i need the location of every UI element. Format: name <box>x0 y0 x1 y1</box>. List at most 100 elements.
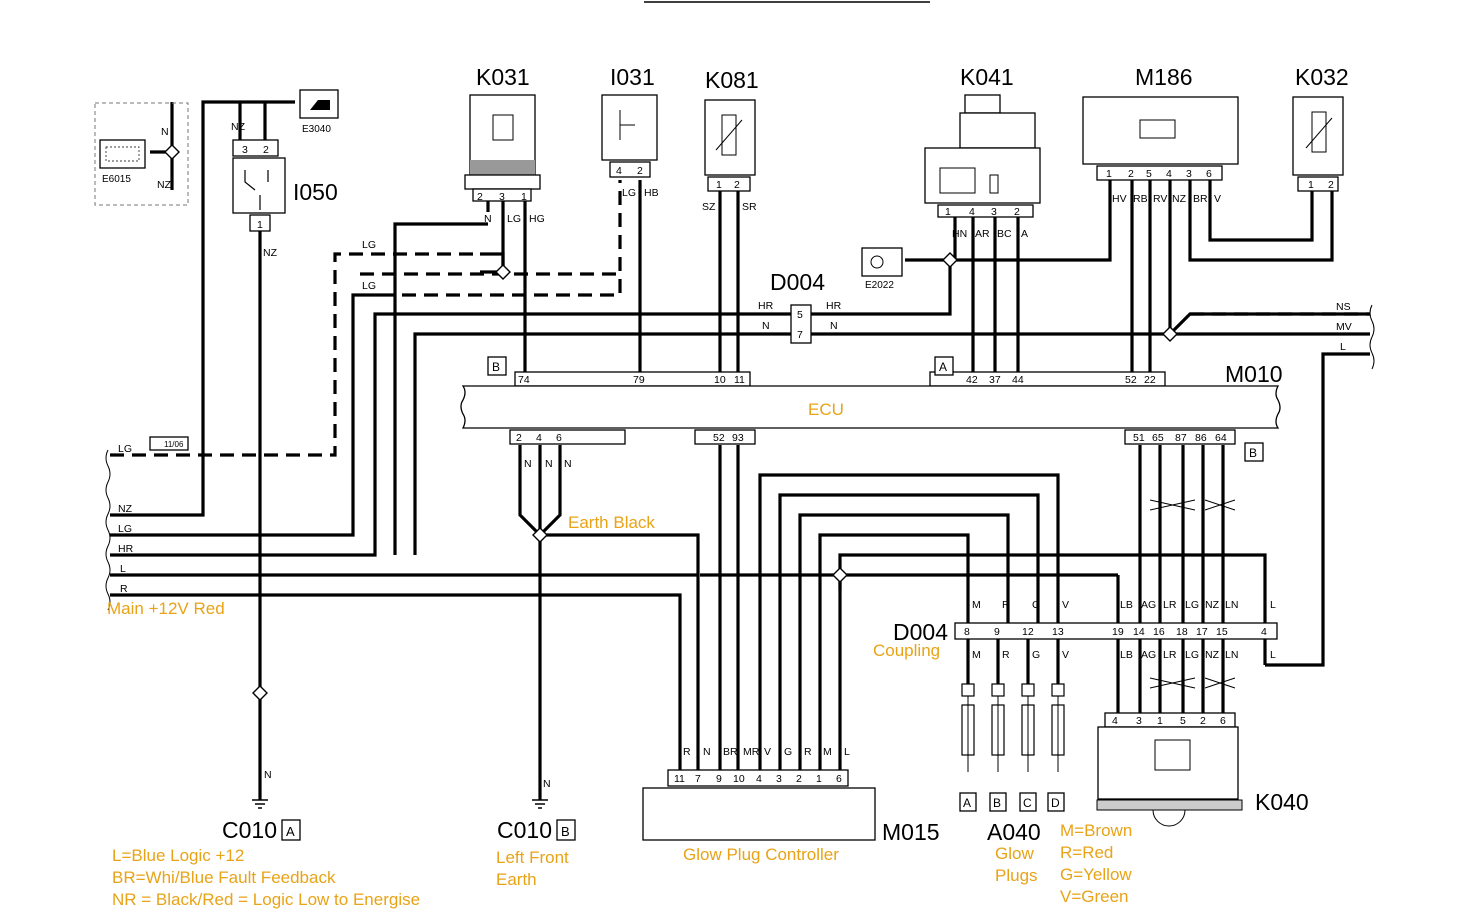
svg-text:L: L <box>1270 599 1276 611</box>
svg-text:N: N <box>762 320 770 332</box>
svg-text:LG: LG <box>1185 599 1199 611</box>
svg-text:4: 4 <box>536 432 542 444</box>
connector-d004-top: D004 <box>770 269 825 344</box>
tag-b-plug: B <box>993 796 1001 810</box>
svg-text:5: 5 <box>1146 168 1152 180</box>
earth-black-note: Earth Black <box>568 513 655 532</box>
earth-note: Earth <box>496 870 537 889</box>
svg-text:V: V <box>764 746 771 758</box>
svg-text:BR: BR <box>723 746 738 758</box>
k031-label: K031 <box>476 64 530 90</box>
svg-text:LG: LG <box>362 239 376 251</box>
component-k041: K041 <box>924 64 1041 218</box>
component-k032: K032 <box>1292 64 1349 192</box>
wires <box>110 100 1370 800</box>
svg-text:1: 1 <box>257 219 263 231</box>
tag-a-plug: A <box>963 796 971 810</box>
e6015-label: E6015 <box>102 174 131 185</box>
svg-text:AG: AG <box>1141 599 1156 611</box>
tag-b-ecu: B <box>1249 446 1257 460</box>
tag-c-plug: C <box>1023 796 1032 810</box>
svg-text:LR: LR <box>1163 599 1177 611</box>
svg-text:SR: SR <box>742 201 757 213</box>
k041-label: K041 <box>960 64 1014 90</box>
svg-text:HG: HG <box>529 213 545 225</box>
svg-text:6: 6 <box>836 773 842 785</box>
svg-text:NZ: NZ <box>263 247 278 259</box>
svg-text:G: G <box>1032 599 1040 611</box>
e3040-label: E3040 <box>302 124 331 135</box>
svg-text:M: M <box>823 746 832 758</box>
k081-label: K081 <box>705 67 759 93</box>
legend-right-1: M=Brown <box>1060 821 1132 840</box>
svg-text:37: 37 <box>989 374 1001 386</box>
svg-text:1: 1 <box>716 179 722 191</box>
component-k031: K031 <box>464 64 541 202</box>
svg-text:N: N <box>524 458 532 470</box>
svg-text:12: 12 <box>1022 626 1034 638</box>
svg-text:R: R <box>1002 599 1010 611</box>
legend-left-2: BR=Whi/Blue Fault Feedback <box>112 868 336 887</box>
svg-text:R: R <box>120 583 128 595</box>
component-k081: K081 <box>704 67 759 192</box>
svg-text:2: 2 <box>1328 179 1334 191</box>
svg-text:18: 18 <box>1176 626 1188 638</box>
twisted-pair-marks <box>1149 499 1236 689</box>
svg-text:LG: LG <box>622 187 636 199</box>
svg-text:93: 93 <box>732 432 744 444</box>
svg-text:HR: HR <box>826 300 842 312</box>
m186-label: M186 <box>1135 64 1193 90</box>
i031-label: I031 <box>610 64 655 90</box>
svg-text:V: V <box>1062 599 1069 611</box>
svg-text:V: V <box>1214 193 1221 205</box>
svg-text:L: L <box>1340 341 1346 353</box>
c010-mid-label: C010 <box>497 817 552 843</box>
annotations: Earth Black Main +12V Red Coupling Glow … <box>107 513 1132 909</box>
svg-text:64: 64 <box>1215 432 1227 444</box>
ecu-m010: M010 ECU <box>460 361 1283 445</box>
svg-text:LR: LR <box>1163 649 1177 661</box>
svg-text:7: 7 <box>695 773 701 785</box>
svg-text:G: G <box>784 746 792 758</box>
e2022-label: E2022 <box>865 280 894 291</box>
svg-text:4: 4 <box>756 773 762 785</box>
legend-right-4: V=Green <box>1060 887 1129 906</box>
svg-text:6: 6 <box>1206 168 1212 180</box>
svg-text:NZ: NZ <box>118 503 133 515</box>
svg-text:42: 42 <box>966 374 978 386</box>
svg-text:LB: LB <box>1120 649 1133 661</box>
svg-text:MV: MV <box>1336 321 1352 333</box>
svg-text:R: R <box>1002 649 1010 661</box>
svg-text:N: N <box>703 746 711 758</box>
svg-text:2: 2 <box>477 191 483 203</box>
svg-text:3: 3 <box>776 773 782 785</box>
glow-plug-controller-note: Glow Plug Controller <box>683 845 839 864</box>
svg-text:1: 1 <box>1106 168 1112 180</box>
svg-text:86: 86 <box>1195 432 1207 444</box>
svg-text:L: L <box>120 563 126 575</box>
c010-mid: C010 B <box>497 817 576 843</box>
svg-text:6: 6 <box>556 432 562 444</box>
tag-d-plug: D <box>1051 796 1060 810</box>
component-i031: I031 <box>601 64 658 178</box>
svg-text:16: 16 <box>1153 626 1165 638</box>
svg-text:87: 87 <box>1175 432 1187 444</box>
legend-right-2: R=Red <box>1060 843 1113 862</box>
svg-text:NZ: NZ <box>1205 599 1220 611</box>
svg-text:N: N <box>543 778 551 790</box>
plugs-note: Plugs <box>995 866 1038 885</box>
k040-label: K040 <box>1255 789 1309 815</box>
svg-text:G: G <box>1032 649 1040 661</box>
d004-top-label: D004 <box>770 269 825 295</box>
svg-text:19: 19 <box>1112 626 1124 638</box>
svg-text:1: 1 <box>1157 715 1163 727</box>
component-e6015: E6015 <box>94 102 189 206</box>
splice-points <box>164 144 1178 701</box>
tag-a-top: A <box>939 360 947 374</box>
svg-text:8: 8 <box>964 626 970 638</box>
component-e3040: E3040 <box>299 89 339 135</box>
svg-text:AG: AG <box>1141 649 1156 661</box>
svg-text:LG: LG <box>118 523 132 535</box>
svg-text:11: 11 <box>734 374 745 386</box>
svg-text:7: 7 <box>797 329 803 341</box>
